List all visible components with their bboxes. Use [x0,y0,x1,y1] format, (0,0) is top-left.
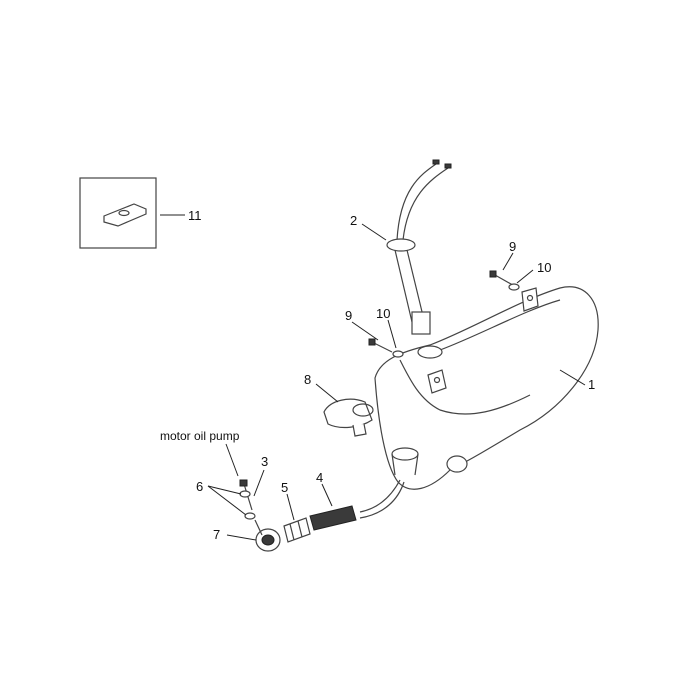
leader-10-rear [516,269,534,284]
sensor-wire-a [396,163,437,241]
leader-4 [321,483,333,507]
hose-line-upper [359,479,401,513]
sensor-rod [394,249,425,323]
callout-8: 8 [304,372,311,387]
screw-9-rear-head [489,270,497,278]
leader-1 [559,369,586,386]
callout-9-rear: 9 [509,239,516,254]
sensor-wire-b [402,167,449,241]
washer-10-front [392,350,404,358]
front-bracket-hole [433,376,441,384]
leader-9-rear [502,252,514,271]
banjo-core [261,534,275,546]
filter-rib-b [297,520,303,538]
leader-3 [253,469,265,497]
washer-10-rear [508,283,520,291]
front-bracket [427,369,447,394]
tank-seam [439,299,561,351]
leader-motor-oil-pump [225,443,239,477]
outlet-pipe-sides [391,453,419,476]
sensor-float [411,311,431,335]
washer-6-lower [244,512,256,520]
callout-2: 2 [350,213,357,228]
level-sensor: 2 [350,159,452,335]
banjo-screw-head [239,479,248,487]
callout-5: 5 [281,480,288,495]
filler-cap: 8 [304,372,374,437]
leader-6-upper [207,485,242,495]
filter-rib-a [289,523,295,541]
rear-bracket-hole [526,294,534,302]
callout-10-rear: 10 [537,260,551,275]
motor-oil-pump-label: motor oil pump [160,429,240,443]
tank-contour [399,359,531,415]
callout-7: 7 [213,527,220,542]
wire-terminal-b [444,163,452,169]
callout-10-front: 10 [376,306,390,321]
leader-10-front [387,319,397,349]
oil-tank: 1 [374,286,599,490]
screw-washer-front: 9 10 [345,306,404,358]
leader-2 [361,223,387,241]
leader-5 [286,493,295,521]
banjo-fitting: 7 3 6 motor oil pump [160,429,281,552]
filler-neck [417,345,443,359]
screw-9-front [373,342,393,353]
callout-6: 6 [196,479,203,494]
callout-11: 11 [188,208,202,223]
leader-8 [315,383,339,403]
callout-4: 4 [316,470,323,485]
part-11-inset: 11 [79,177,202,249]
outlet-pipe-top [391,447,419,461]
rear-bracket [521,287,539,312]
callout-9-front: 9 [345,308,352,323]
leader-9-front [351,321,379,341]
banjo-neck [254,519,263,536]
filter-5: 5 [281,480,311,543]
wire-terminal-a [432,159,440,165]
oil-hose: 4 [309,470,405,531]
callout-1: 1 [588,377,595,392]
sensor-grommet [386,238,416,252]
screw-9-front-head [368,338,376,346]
leader-7 [226,534,257,541]
tank-bulge [446,455,468,473]
filter-body [283,517,311,543]
callout-3: 3 [261,454,268,469]
clip-hole [118,209,130,217]
washer-6-upper [239,490,251,498]
cap-top [352,403,374,417]
hose-line-lower [359,481,405,519]
cap-body [323,398,373,429]
hose-sleeve-4 [309,505,357,531]
cap-stem [352,423,367,437]
leader-6-lower [207,485,247,516]
screw-washer-rear: 9 10 [489,239,551,291]
